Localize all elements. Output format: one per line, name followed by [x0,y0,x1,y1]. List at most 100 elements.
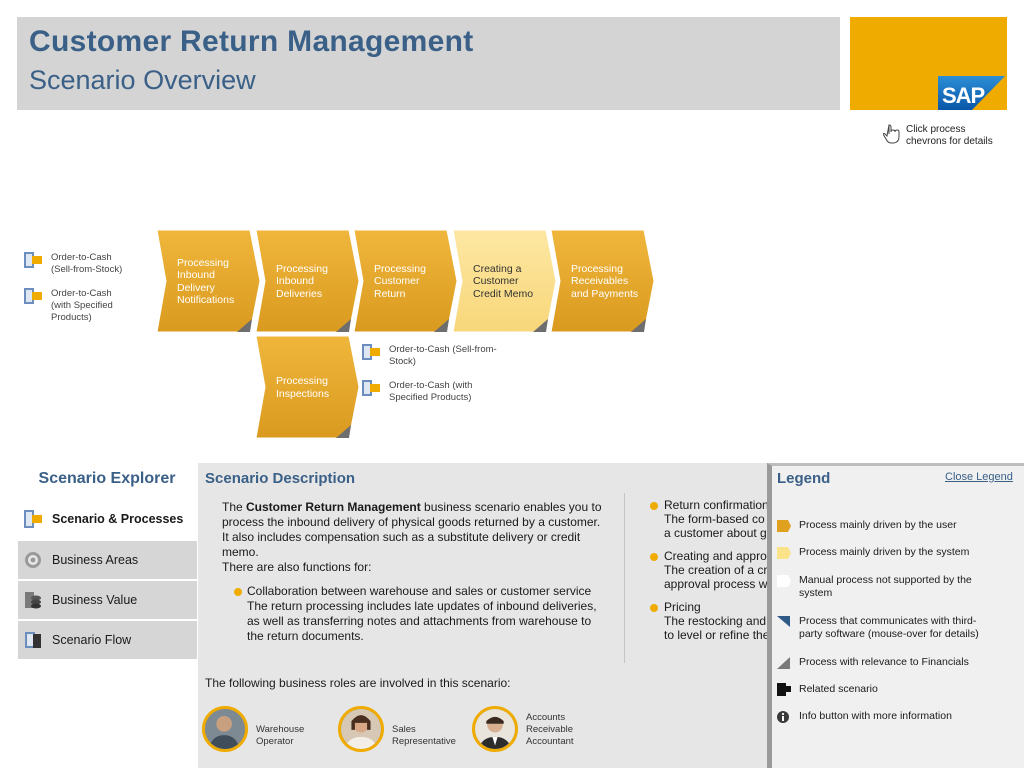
function-item-text: The restocking and [664,614,767,628]
legend-item-related-scenario: Related scenario [776,683,999,697]
role-label-line: Accountant [526,736,574,747]
role-sales-representative[interactable]: Sales Representative [338,706,456,752]
explorer-item-scenario-flow[interactable]: Scenario Flow [18,621,197,659]
chevron-label: Processing Inbound Delivery Notification… [177,256,235,307]
avatar [202,706,248,752]
role-label-line: Operator [256,736,294,747]
explorer-item-business-value[interactable]: Business Value [18,581,197,619]
function-item: Return confirmation The form-based co a … [650,498,770,540]
chevron-shape [256,230,360,333]
avatar [472,706,518,752]
related-scenario-icon [362,344,380,360]
click-hint-line1: Click process [906,124,966,135]
function-item-title: Pricing [664,600,701,614]
page-subtitle: Scenario Overview [29,65,256,95]
function-item-text: The return processing includes late upda… [247,599,597,643]
link-text-line: Products) [51,312,92,323]
explorer-item-business-areas[interactable]: Business Areas [18,541,197,579]
user-driven-icon [777,520,791,532]
click-hint-line2: chevrons for details [906,136,993,147]
legend-item-manual-process: Manual process not supported by the syst… [776,574,999,600]
person-avatar-icon [475,709,515,749]
role-label-line: Warehouse [256,724,305,735]
business-roles-intro: The following business roles are involve… [205,676,511,690]
legend-item-financials: Process with relevance to Financials [776,656,999,670]
chevron-processing-inbound-delivery-notifications[interactable]: Processing Inbound Delivery Notification… [157,230,261,333]
related-scenario-link-sell-from-stock[interactable]: Order-to-Cash (Sell-from-Stock) [24,252,122,276]
chevron-label: Creating a Customer Credit Memo [473,262,534,300]
function-item-text: approval process w [664,577,768,591]
function-item-title: Creating and appro [664,549,767,563]
close-legend-link[interactable]: Close Legend [945,471,1013,483]
related-scenario-icon [362,380,380,396]
related-scenario-link-specified-products[interactable]: Order-to-Cash (with Specified Products) [24,288,113,324]
legend-item-user-driven: Process mainly driven by the user [776,519,999,533]
function-item-text: a customer about g [664,526,767,540]
third-party-icon [777,616,790,627]
function-item-title: Return confirmation [664,498,769,512]
functions-intro: There are also functions for: [222,560,372,574]
role-label-line: Receivable [526,724,573,735]
function-item-title: Collaboration between warehouse and sale… [247,584,592,598]
legend-item-info-button: Info button with more information [776,710,999,724]
link-text-line: Stock) [389,356,416,367]
chevron-processing-inbound-deliveries[interactable]: Processing Inbound Deliveries [256,230,360,333]
role-warehouse-operator[interactable]: Warehouse Operator [202,706,304,752]
avatar [338,706,384,752]
role-accounts-receivable-accountant[interactable]: Accounts Receivable Accountant [472,706,574,752]
explorer-item-scenario-processes[interactable]: Scenario & Processes [18,500,197,538]
link-text-line: Order-to-Cash (Sell-from- [389,344,497,355]
chevron-shape [453,230,557,333]
legend-item-label: Process that communicates with third-par… [799,615,979,640]
legend-item-label: Process with relevance to Financials [799,656,969,668]
link-text-line: Order-to-Cash (with [389,380,473,391]
chevron-processing-customer-return[interactable]: Processing Customer Return [354,230,458,333]
inspection-related-scenario-link-specified-products[interactable]: Order-to-Cash (with Specified Products) [362,380,472,404]
link-text-line: Specified Products) [389,392,472,403]
related-scenario-icon [777,683,791,696]
page-title: Customer Return Management [29,25,474,58]
scenario-processes-icon [24,510,42,528]
manual-process-icon [777,575,791,587]
bullet-icon [234,588,242,596]
scenario-description-title: Scenario Description [205,470,356,487]
chevron-processing-receivables-and-payments[interactable]: Processing Receivables and Payments [551,230,655,333]
chevron-shape [256,336,360,439]
sap-logo: SAP [938,76,1005,110]
chevron-shape [354,230,458,333]
intro-paragraph: The Customer Return Management business … [222,500,602,560]
intro-rest: business scenario enables you to process… [222,500,602,559]
function-item-text: The creation of a cr [664,563,768,577]
chevron-processing-inspections[interactable]: Processing Inspections [256,336,360,439]
role-label-line: Accounts [526,712,566,723]
person-avatar-icon [341,709,381,749]
chevron-label: Processing Receivables and Payments [571,262,639,300]
info-icon [777,711,789,723]
explorer-item-label: Scenario & Processes [52,512,184,526]
scenario-explorer-title: Scenario Explorer [38,470,176,487]
role-label: Accounts Receivable Accountant [526,712,574,748]
legend-item-third-party: Process that communicates with third-par… [776,615,999,641]
function-item-text: to level or refine the [664,628,770,642]
chevron-creating-customer-credit-memo[interactable]: Creating a Customer Credit Memo [453,230,557,333]
flow-icon [25,632,41,648]
legend-item-label: Info button with more information [799,710,952,722]
column-divider [624,493,625,663]
role-label-line: Sales [392,724,416,735]
bullet-icon [650,553,658,561]
person-avatar-icon [205,709,245,749]
link-text-line: (Sell-from-Stock) [51,264,123,275]
system-driven-icon [777,547,791,559]
inspection-related-scenario-link-sell-from-stock[interactable]: Order-to-Cash (Sell-from- Stock) [362,344,497,368]
legend-item-label: Process mainly driven by the system [799,546,970,558]
coins-icon [25,592,41,609]
legend-title: Legend [777,470,831,487]
description-column-2: Return confirmation The form-based co a … [650,498,770,648]
legend-item-label: Process mainly driven by the user [799,519,957,531]
intro-prefix: The [222,500,247,514]
header-banner: Customer Return Management Scenario Over… [17,17,840,110]
explorer-item-label: Business Value [52,593,138,607]
related-scenario-icon [24,288,42,304]
gear-icon [25,552,41,568]
legend-panel [767,463,1024,768]
